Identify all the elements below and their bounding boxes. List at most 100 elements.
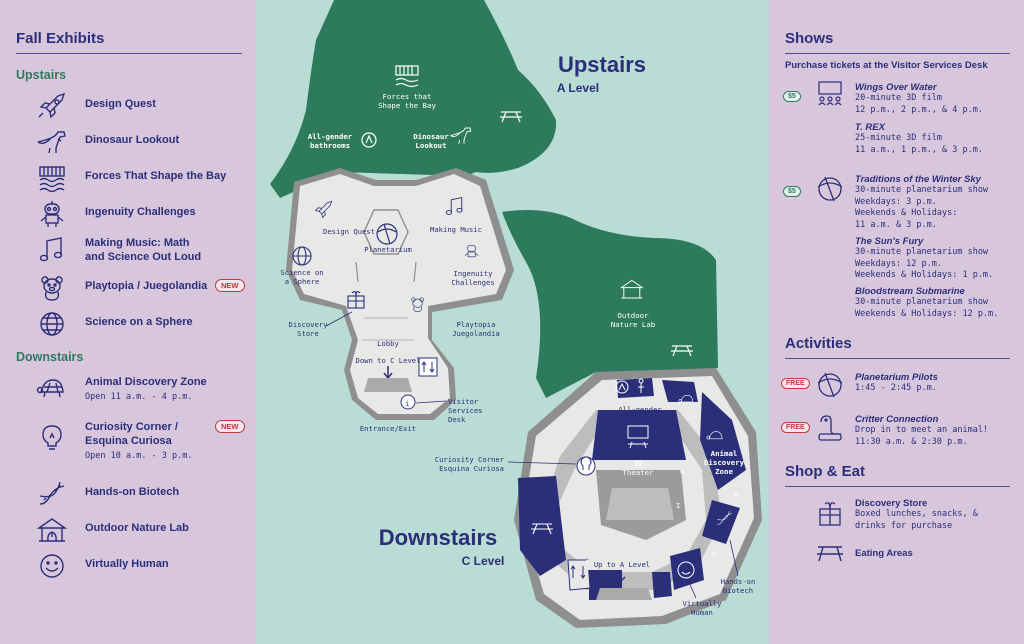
projector-icon: [627, 425, 649, 449]
shop-discovery-store[interactable]: Discovery Store Boxed lunches, snacks, &…: [855, 498, 1015, 532]
activity-desc: 1:45 - 2:45 p.m.: [855, 383, 937, 393]
map-label-dinosaur: Dinosaur: [413, 132, 449, 141]
turtle-icon: [678, 395, 694, 403]
show-wings-over-water[interactable]: Wings Over Water 20-minute 3D film 12 p.…: [855, 82, 1015, 116]
exhibit-name: Science on a Sphere: [85, 316, 193, 328]
map-label-down-to-c: Down to C Level: [356, 356, 421, 365]
globe-icon: [292, 246, 312, 266]
fall-exhibits-title: Fall Exhibits: [16, 30, 105, 47]
activity-desc: Drop in to meet an animal! 11:30 a.m. & …: [855, 425, 989, 447]
elevator-icon: [421, 361, 435, 373]
music-note-icon: [39, 237, 63, 262]
nature-lab-icon: [36, 518, 68, 542]
map-label-playtopia: Juegolandia: [452, 329, 500, 338]
show-title: T. REX: [855, 122, 885, 133]
map-label-planetarium: Planetarium: [364, 245, 412, 254]
bathroom-icon: [615, 378, 644, 394]
map-label-nature-lab: Nature Lab: [611, 320, 656, 329]
map-label-animal-zone: Discovery: [704, 458, 745, 467]
exhibit-name: Virtually Human: [85, 558, 169, 570]
upstairs-title: Upstairs: [558, 52, 646, 77]
exhibit-nature-lab[interactable]: Outdoor Nature Lab: [16, 512, 242, 548]
upstairs-level: A Level: [557, 81, 599, 95]
planetarium-icon: [817, 372, 843, 398]
map-label-k: K: [712, 549, 717, 558]
shows-note: Purchase tickets at the Visitor Services…: [785, 60, 988, 71]
theater-icon: [818, 81, 842, 106]
picnic-table-icon: [817, 546, 843, 562]
map-label-design-quest: Design Quest: [323, 227, 375, 236]
exhibit-playtopia[interactable]: Playtopia / Juegolandia NEW: [16, 270, 245, 306]
map-label-visitor-desk: Services: [448, 406, 483, 415]
robot-icon: [464, 245, 479, 258]
dna-icon: [717, 511, 732, 525]
exhibit-forces-bay[interactable]: Forces That Shape the Bay: [16, 160, 242, 196]
waves-icon: [39, 166, 65, 192]
turtle-icon: [36, 379, 64, 398]
dna-icon: [39, 481, 65, 505]
picnic-table-icon: [500, 111, 522, 123]
map-label-animal-zone: Animal: [711, 449, 738, 458]
elevator-icon: [570, 565, 586, 579]
map-label-bathrooms: bathrooms: [310, 141, 350, 150]
bathroom-icon: [361, 132, 377, 148]
upstairs-green-area: [270, 0, 557, 198]
down-arrow-icon: [616, 571, 626, 583]
divider: [785, 358, 1010, 359]
music-note-icon: [445, 196, 463, 215]
price-badge: $5: [783, 186, 801, 197]
planetarium-icon: [376, 223, 398, 245]
robot-icon: [40, 201, 64, 227]
map-label-sphere: Science on: [280, 268, 323, 277]
activity-planetarium-pilots[interactable]: Planetarium Pilots 1:45 - 2:45 p.m.: [855, 372, 1015, 395]
bear-icon: [411, 297, 424, 312]
shop-eat-title: Shop & Eat: [785, 463, 866, 480]
map-label-lobby: Lobby: [377, 339, 399, 348]
show-t-rex[interactable]: T. REX 25-minute 3D film 11 a.m., 1 p.m.…: [855, 122, 1015, 156]
new-badge: NEW: [215, 279, 245, 292]
downstairs-level: C Level: [462, 554, 505, 568]
map-label-visitor-desk: Visitor: [448, 397, 479, 406]
bear-icon: [41, 276, 63, 301]
exhibit-virtually-human[interactable]: Virtually Human: [16, 548, 242, 584]
show-suns-fury[interactable]: The Sun's Fury 30-minute planetarium sho…: [855, 236, 1015, 282]
show-title: The Sun's Fury: [855, 236, 924, 247]
shop-eating-areas[interactable]: Eating Areas: [855, 548, 1015, 559]
map-label-i: I: [676, 501, 680, 510]
map-label-g: G: [680, 467, 684, 476]
exhibit-biotech[interactable]: Hands-on Biotech: [16, 476, 242, 512]
show-traditions-winter-sky[interactable]: Traditions of the Winter Sky 30-minute p…: [855, 174, 1015, 231]
exhibit-dinosaur-lookout[interactable]: Dinosaur Lookout: [16, 124, 242, 160]
show-bloodstream-submarine[interactable]: Bloodstream Submarine 30-minute planetar…: [855, 286, 1015, 320]
upstairs-list: Design Quest Dinosaur Lookout Forces Tha…: [16, 88, 245, 342]
map-label-curiosity: Curiosity Corner: [435, 455, 505, 464]
picnic-table-icon: [671, 345, 693, 357]
map-label-h: H: [734, 491, 738, 500]
floor-map: i Forces that Shape the Bay All-gender b…: [256, 0, 769, 644]
gift-icon: [819, 502, 841, 526]
exhibit-design-quest[interactable]: Design Quest: [16, 88, 242, 124]
activity-critter-connection[interactable]: Critter Connection Drop in to meet an an…: [855, 414, 1015, 448]
divider: [785, 53, 1010, 54]
new-badge: NEW: [215, 420, 245, 433]
turtle-icon: [706, 431, 723, 440]
exhibit-ingenuity[interactable]: Ingenuity Challenges: [16, 196, 242, 232]
shop-name: Discovery Store: [855, 498, 928, 509]
exhibits-panel: Fall Exhibits Upstairs Design Quest Dino…: [0, 0, 256, 644]
map-label-virtually-human: Human: [691, 608, 713, 617]
map-label-store: Discovery: [289, 320, 329, 329]
map-label-making-music: Making Music: [430, 225, 482, 234]
shows-title: Shows: [785, 30, 834, 47]
divider: [785, 486, 1010, 487]
exhibit-name: Hands-on Biotech: [85, 486, 180, 498]
upstairs-heading: Upstairs: [16, 68, 67, 82]
gift-icon: [347, 291, 365, 309]
exhibit-science-sphere[interactable]: Science on a Sphere: [16, 306, 242, 342]
map-label-forces: Shape the Bay: [378, 101, 436, 110]
map-label-visitor-desk: Desk: [448, 415, 466, 424]
